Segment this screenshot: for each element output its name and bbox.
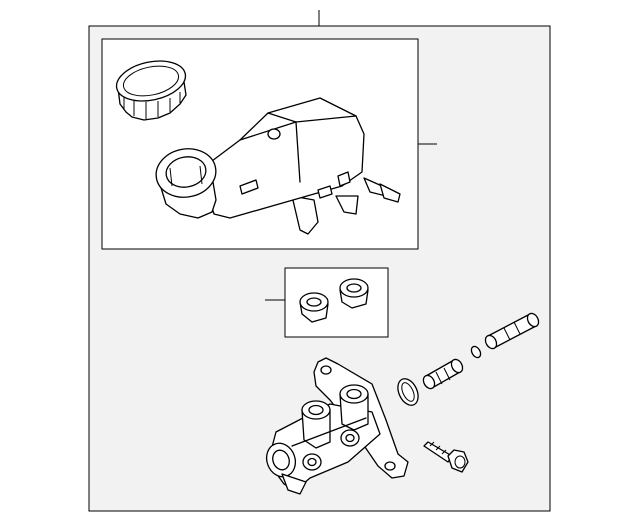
mounting-bolt (423, 441, 469, 473)
reservoir-cap (115, 60, 187, 121)
fluid-reservoir (155, 97, 401, 235)
reservoir-grommets (299, 278, 369, 323)
push-rod (484, 312, 540, 350)
adapter (422, 358, 464, 390)
o-ring (397, 378, 419, 406)
master-cylinder-body (265, 357, 409, 495)
small-seal-ring (470, 345, 482, 359)
